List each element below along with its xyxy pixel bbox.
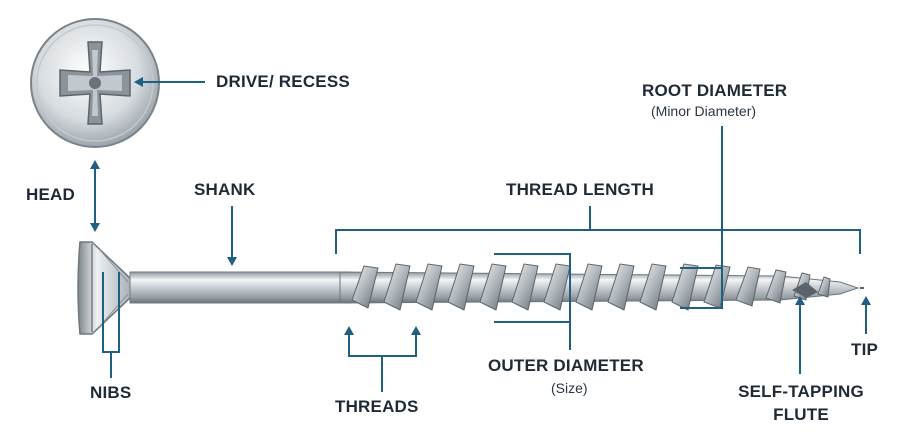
- head-top-view: [30, 18, 160, 148]
- label-minor-diameter: (Minor Diameter): [651, 103, 757, 119]
- label-tip: TIP: [851, 340, 879, 359]
- thread-crests: [351, 263, 831, 311]
- label-self-tapping: SELF-TAPPING: [738, 382, 864, 401]
- label-flute: FLUTE: [773, 405, 829, 424]
- annotation-lines: [90, 77, 871, 392]
- screw-side-view: [77, 241, 864, 335]
- label-shank: SHANK: [194, 180, 256, 199]
- label-root-diameter: ROOT DIAMETER: [642, 81, 788, 100]
- label-outer-diameter: OUTER DIAMETER: [488, 356, 644, 375]
- phillips-recess-icon: [59, 41, 131, 125]
- label-thread-length: THREAD LENGTH: [506, 180, 655, 199]
- label-drive-recess: DRIVE/ RECESS: [216, 72, 350, 91]
- label-threads: THREADS: [335, 397, 419, 416]
- label-outer-diameter-size: (Size): [551, 380, 588, 396]
- label-nibs: NIBS: [90, 383, 132, 402]
- label-head: HEAD: [26, 185, 75, 204]
